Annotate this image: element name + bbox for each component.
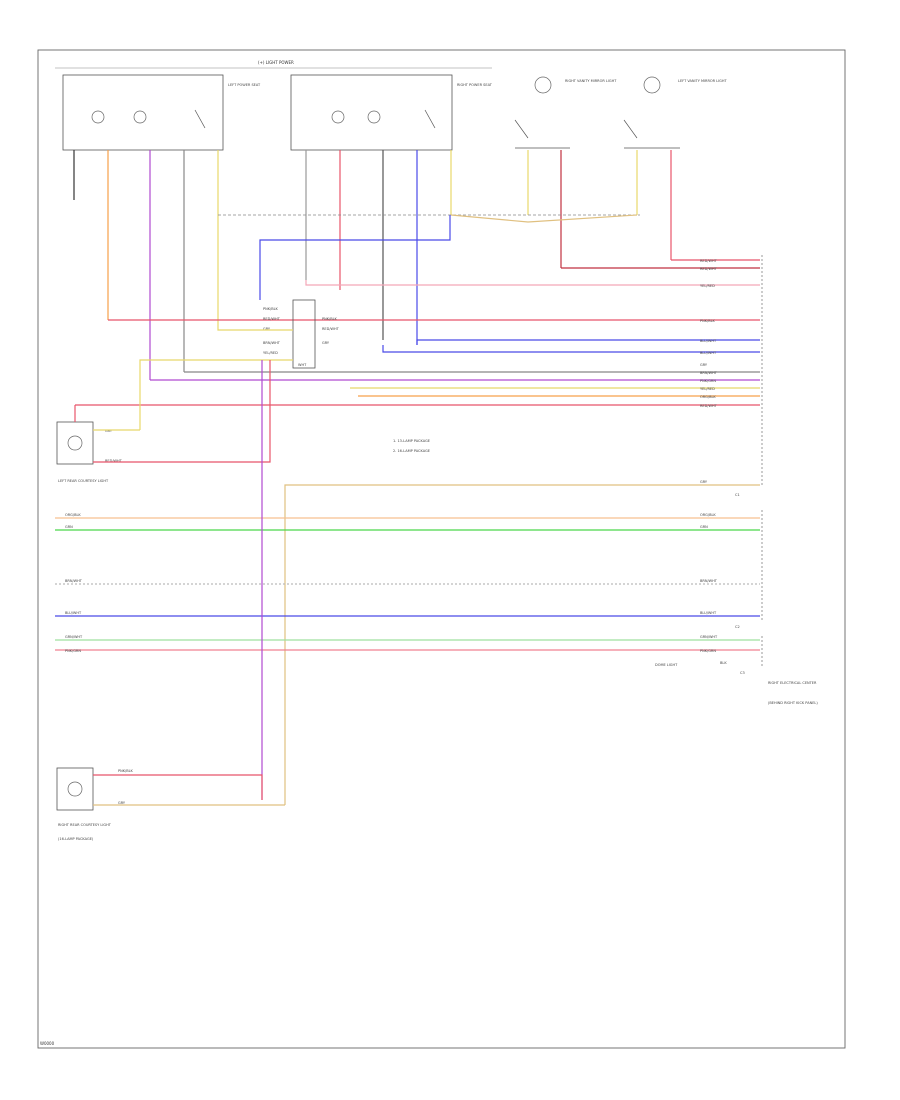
svg-text:RED/WHT: RED/WHT [105, 459, 123, 463]
right-power-seat-label: RIGHT POWER SEAT [457, 83, 493, 87]
svg-text:GRY: GRY [118, 801, 126, 805]
lamp-icon [643, 76, 661, 94]
dome-light: DOME LIGHT [655, 663, 678, 667]
dome-light-label: DOME LIGHT [655, 663, 678, 667]
long-run-labels: ORG/BLK GRN BRN/WHT BLU/WHT GRN/WHT PNK/… [65, 480, 740, 653]
central-splice: PNK/BLK RED/WHT GRY BRN/WHT YEL/RED WHT … [263, 299, 340, 369]
svg-text:BLU/WHT: BLU/WHT [700, 339, 717, 343]
svg-text:GRN/WHT: GRN/WHT [700, 635, 718, 639]
right-vanity-light: RIGHT VANITY MIRROR LIGHT [514, 76, 617, 149]
svg-text:RED/WHT: RED/WHT [700, 259, 718, 263]
switch-icon [623, 119, 638, 139]
svg-text:GRY: GRY [700, 480, 708, 484]
svg-text:ORG/BLK: ORG/BLK [700, 395, 716, 399]
seat-drop-wires [73, 150, 672, 380]
svg-text:PNK/GRN: PNK/GRN [700, 379, 716, 383]
svg-text:PNK/BLK: PNK/BLK [700, 319, 716, 323]
legend-line-2: 2. 16-LAMP PACKAGE [393, 449, 430, 453]
seat-lamp-icon [331, 110, 345, 124]
left-vanity-label: LEFT VANITY MIRROR LIGHT [678, 79, 728, 83]
svg-text:RED/WHT: RED/WHT [322, 327, 340, 331]
svg-text:BRN/WHT: BRN/WHT [263, 341, 281, 345]
svg-text:WHT: WHT [298, 363, 307, 367]
svg-text:YEL/RED: YEL/RED [263, 351, 278, 355]
svg-text:PNK/GRN: PNK/GRN [65, 649, 81, 653]
svg-text:PNK/GRN: PNK/GRN [700, 649, 716, 653]
right-electrical-label: RIGHT ELECTRICAL CENTER [768, 681, 817, 685]
svg-text:C3: C3 [740, 671, 745, 675]
svg-text:YEL/RED: YEL/RED [700, 387, 715, 391]
legend: 1. 13-LAMP PACKAGE 2. 16-LAMP PACKAGE [393, 439, 430, 453]
switch-icon [194, 109, 206, 129]
svg-text:PNK/BLK: PNK/BLK [322, 317, 338, 321]
lamp-icon [534, 76, 552, 94]
svg-text:ORG/BLK: ORG/BLK [700, 513, 716, 517]
svg-text:PNK/BLK: PNK/BLK [263, 307, 279, 311]
svg-text:RED/WHT: RED/WHT [700, 267, 718, 271]
footer-code: W0000 [40, 1041, 55, 1046]
svg-text:BRN/WHT: BRN/WHT [700, 579, 718, 583]
right-electrical-center: RIGHT ELECTRICAL CENTER (BEHIND RIGHT KI… [768, 681, 818, 705]
left-power-seat-label: LEFT POWER SEAT [228, 83, 261, 87]
svg-text:ORG/BLK: ORG/BLK [65, 513, 81, 517]
svg-text:C1: C1 [735, 493, 740, 497]
left-vanity-light: LEFT VANITY MIRROR LIGHT [623, 76, 728, 149]
long-runs [55, 360, 760, 805]
svg-text:BLK: BLK [720, 661, 727, 665]
svg-text:BRN/WHT: BRN/WHT [65, 579, 83, 583]
left-rear-light-label: LEFT REAR COURTESY LIGHT [58, 479, 109, 483]
svg-text:BLU/WHT: BLU/WHT [65, 611, 82, 615]
left-power-seat-module: LEFT POWER SEAT [62, 74, 261, 151]
svg-text:BLU/WHT: BLU/WHT [700, 351, 717, 355]
left-rear-light: LEFT REAR COURTESY LIGHT GRY RED/WHT [56, 421, 123, 483]
svg-text:BLU/WHT: BLU/WHT [700, 611, 717, 615]
right-power-seat-module: RIGHT POWER SEAT [290, 74, 493, 151]
switch-icon [424, 109, 436, 129]
right-rear-pkg-label: (16-LAMP PACKAGE) [58, 837, 94, 841]
connector-c1: RED/WHT RED/WHT YEL/RED PNK/BLK BLU/WHT … [700, 255, 763, 497]
svg-text:YEL/RED: YEL/RED [700, 284, 715, 288]
diagram-frame [37, 49, 846, 1049]
right-bundle-wires [75, 259, 760, 406]
svg-text:GRY: GRY [700, 363, 708, 367]
svg-text:C2: C2 [735, 625, 740, 629]
svg-text:PNK/BLK: PNK/BLK [118, 769, 134, 773]
seat-lamp-icon [367, 110, 381, 124]
svg-text:GRY: GRY [105, 429, 113, 433]
legend-line-1: 1. 13-LAMP PACKAGE [393, 439, 430, 443]
seat-lamp-icon [133, 110, 147, 124]
connector-c2: BLK C3 [720, 510, 763, 675]
svg-text:GRN: GRN [700, 525, 708, 529]
right-vanity-label: RIGHT VANITY MIRROR LIGHT [565, 79, 617, 83]
right-electrical-sub: (BEHIND RIGHT KICK PANEL) [768, 701, 818, 705]
svg-text:BRN/WHT: BRN/WHT [700, 371, 718, 375]
seat-lamp-icon [91, 110, 105, 124]
lamp-icon [67, 435, 83, 451]
header-title: (+) LIGHT POWER [258, 60, 294, 65]
svg-text:GRY: GRY [263, 327, 271, 331]
switch-icon [514, 119, 529, 139]
svg-text:GRN/WHT: GRN/WHT [65, 635, 83, 639]
svg-text:GRN: GRN [65, 525, 73, 529]
svg-text:GRY: GRY [322, 341, 330, 345]
svg-text:RED/WHT: RED/WHT [263, 317, 281, 321]
svg-text:RED/WHT: RED/WHT [700, 404, 718, 408]
right-rear-light-label: RIGHT REAR COURTESY LIGHT [58, 823, 112, 827]
lamp-icon [67, 781, 83, 797]
right-rear-light: RIGHT REAR COURTESY LIGHT (16-LAMP PACKA… [56, 767, 134, 841]
